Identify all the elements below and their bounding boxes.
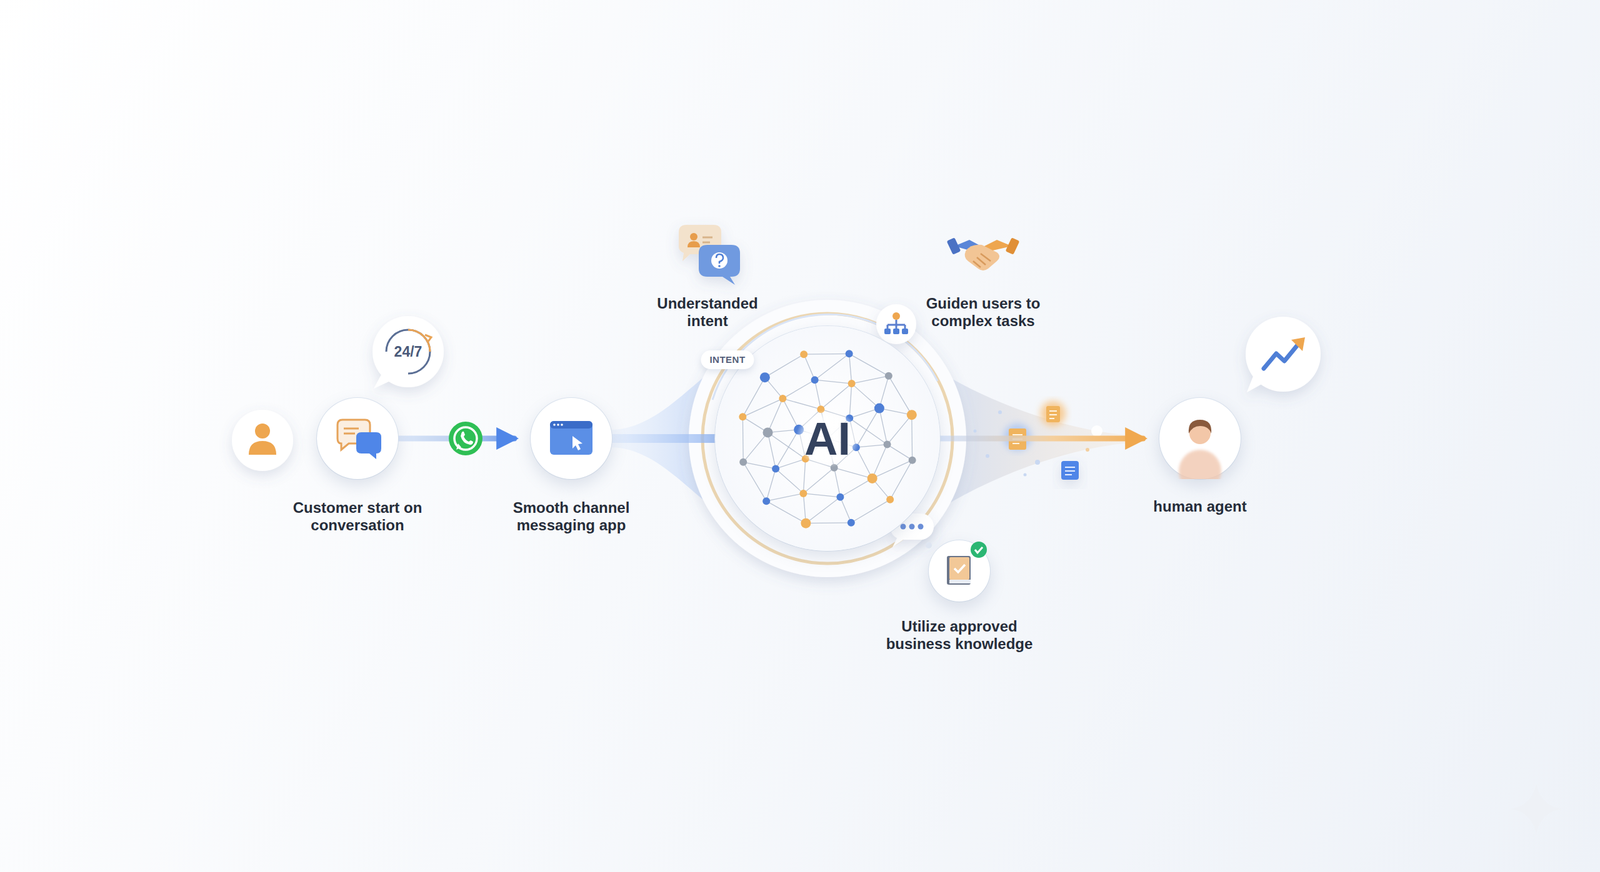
node-label: Smooth channel messaging app bbox=[504, 499, 639, 535]
chat-icon bbox=[316, 398, 399, 480]
intent-tag: INTENT bbox=[700, 350, 754, 370]
human-agent-circle: human agent bbox=[1159, 398, 1241, 480]
flow-connector bbox=[611, 434, 715, 444]
agent-icon bbox=[1159, 398, 1241, 480]
browser-icon bbox=[530, 398, 612, 480]
flow-connector bbox=[940, 436, 1144, 442]
core-label: AI bbox=[795, 410, 860, 469]
capability-label: Guiden users to complex tasks bbox=[908, 295, 1059, 330]
book-icon bbox=[928, 540, 990, 602]
knowledge-circle: Utilize approved business knowledge bbox=[928, 540, 990, 602]
node-label: Customer start on conversation bbox=[285, 499, 430, 535]
node-label: Utilize approved business knowledge bbox=[881, 618, 1038, 654]
capability-label: Understanded intent bbox=[638, 295, 777, 330]
messaging-app-circle: Smooth channel messaging app bbox=[530, 398, 612, 480]
neural-network bbox=[738, 350, 917, 529]
availability-badge: 24/7 bbox=[394, 343, 423, 361]
channel-start-circle: Customer start on conversation bbox=[316, 398, 399, 480]
node-label: human agent bbox=[1128, 498, 1272, 516]
